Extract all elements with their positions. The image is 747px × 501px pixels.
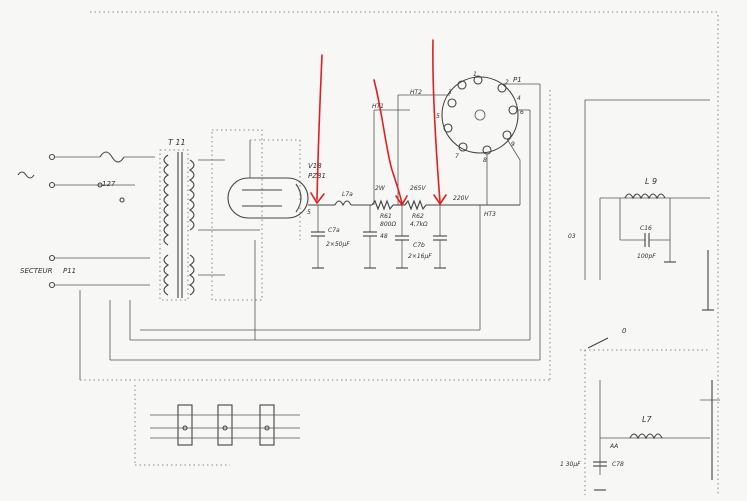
- l9-label: L 9: [645, 177, 657, 186]
- r62-value-label: 4,7kΩ: [410, 221, 428, 228]
- label-0: 0: [622, 327, 627, 335]
- ht3-label: HT3: [484, 211, 496, 218]
- red-annotations: [310, 39, 447, 207]
- annotation-arrowhead-1: [310, 192, 325, 205]
- resistor-r62: [404, 199, 427, 211]
- pin-3-label: 3: [448, 89, 452, 96]
- l7-section: 0 L7 AA 1 30µF C78: [560, 327, 720, 495]
- pin-6-label: 6: [520, 109, 524, 116]
- pin-4-label: 4: [517, 95, 521, 102]
- wiring-bus: [79, 90, 551, 381]
- ac-source-icon: [17, 171, 35, 179]
- c71-label: C7a: [328, 227, 340, 234]
- annotation-arrow-1: [316, 54, 323, 201]
- aa-label: AA: [609, 443, 618, 450]
- l79-label: L7a: [342, 191, 353, 198]
- l7-label: L7: [642, 415, 652, 424]
- pin-5-label: 5: [436, 113, 440, 120]
- c16-value-label: 100pF: [637, 253, 656, 260]
- pin-9-label: 9: [511, 141, 515, 148]
- c71-value-label: 2×50µF: [326, 241, 350, 248]
- filter-chain: L7a C7a 2×50µF 2W 265V R61 800Ω R62 4,7k…: [308, 185, 520, 269]
- r62-label: R62: [412, 213, 424, 220]
- annotation-arrow-3: [432, 39, 441, 203]
- mains-label: SECTEUR: [20, 267, 53, 275]
- fuse-label: P11: [63, 267, 76, 275]
- pin-1-label: 1: [473, 71, 477, 78]
- inductor-l9: [624, 193, 666, 200]
- tap-label: 127: [102, 180, 116, 188]
- r61-power-label: 2W: [375, 185, 386, 192]
- v220-label: 220V: [453, 195, 469, 202]
- inductor-l7: [629, 433, 663, 440]
- r61-label: R61: [380, 213, 392, 220]
- annotation-arrow-2: [373, 79, 403, 204]
- c78-label: C78: [612, 461, 624, 468]
- primary-winding: [163, 154, 170, 246]
- rectifier-tube-v18: V18 PZ81 5: [227, 139, 326, 240]
- pin-7-label: 7: [455, 153, 459, 160]
- resistor-r61: [371, 199, 394, 211]
- pin-8-label: 8: [483, 157, 487, 164]
- c7b-value-label: 2×16µF: [408, 253, 432, 260]
- t11-label: T 11: [168, 138, 186, 147]
- l9-section: L 9 C16 100pF 03: [568, 99, 714, 311]
- c78-value-label: 1 30µF: [560, 461, 581, 468]
- secondary-winding: [188, 159, 195, 231]
- r61-value-label: 800Ω: [380, 221, 396, 228]
- pin-2-label: 2: [505, 79, 509, 86]
- c7b-label: C7b: [413, 242, 425, 249]
- ht1-label: HT1: [372, 103, 384, 110]
- choke-l79: [334, 200, 352, 207]
- c16-label: C16: [640, 225, 652, 232]
- annotation-arrowhead-2: [395, 195, 408, 207]
- annotation-arrowhead-3: [433, 194, 447, 206]
- socket-p1: P1 1 2 3 4 5 6 7 8 9: [436, 71, 541, 360]
- ht2-label: HT2: [410, 89, 422, 96]
- fuse-icon: [99, 151, 125, 163]
- switch-block: [134, 385, 300, 466]
- mains-input: SECTEUR P11 127: [17, 151, 155, 289]
- transformer-t11: T 11: [159, 129, 263, 301]
- p1-label: P1: [513, 76, 522, 84]
- tube-pin-label: 5: [307, 209, 311, 216]
- label-03: 03: [568, 233, 576, 240]
- v18-label: V18: [308, 162, 322, 170]
- node-48-label: 48: [380, 233, 388, 240]
- r62-power-label: 265V: [410, 185, 426, 192]
